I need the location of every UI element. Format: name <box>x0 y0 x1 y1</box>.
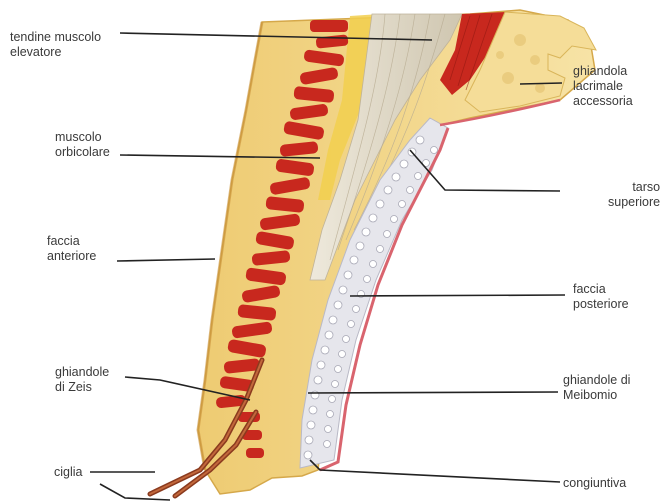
label-muscolo-orbicolare: muscolo orbicolare <box>55 130 110 160</box>
label-faccia-posteriore: faccia posteriore <box>573 282 629 312</box>
label-tarso-superiore: tarso superiore <box>608 180 660 210</box>
label-ghiandole-di-zeis: ghiandole di Zeis <box>55 365 109 395</box>
label-tendine-muscolo-elevatore: tendine muscolo elevatore <box>10 30 101 60</box>
label-ciglia: ciglia <box>54 465 83 480</box>
label-congiuntiva: congiuntiva <box>563 476 626 491</box>
label-ghiandola-lacrimale-accessoria: ghiandola lacrimale accessoria <box>573 64 633 109</box>
label-ghiandole-di-meibomio: ghiandole di Meibomio <box>563 373 630 403</box>
label-faccia-anteriore: faccia anteriore <box>47 234 96 264</box>
